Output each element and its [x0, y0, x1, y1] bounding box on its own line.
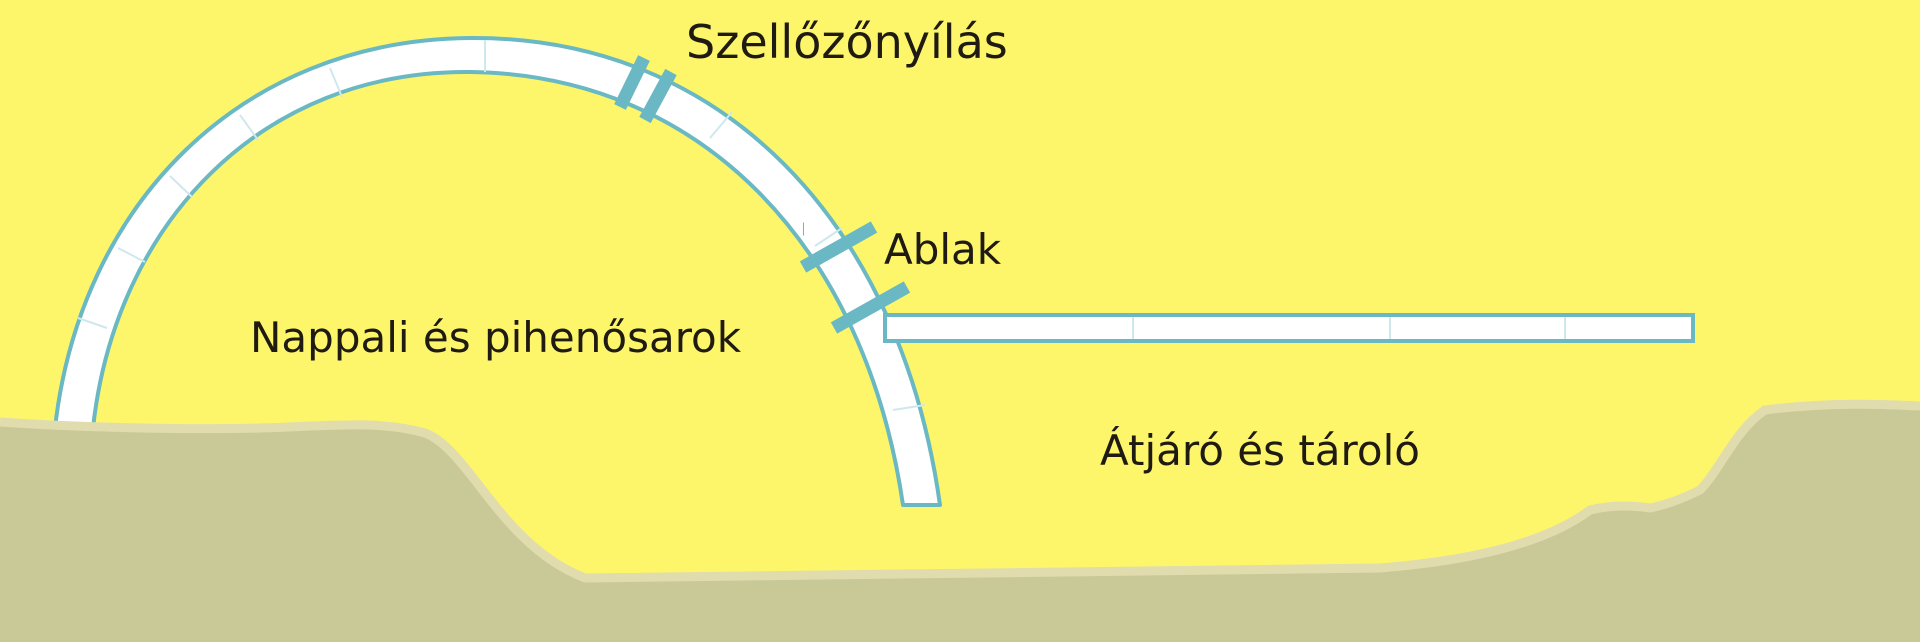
- window-marker: [799, 221, 878, 273]
- vent-marker: [639, 68, 677, 124]
- window-markers: [799, 221, 911, 334]
- vent-markers: [614, 55, 677, 124]
- living-area-label: Nappali és pihenősarok: [250, 313, 742, 362]
- vent-marker: [614, 55, 650, 110]
- tunnel-block-joints: [1132, 317, 1566, 339]
- ground-edge: [0, 399, 1920, 583]
- window-marker: [830, 281, 911, 334]
- tunnel-wall: [883, 313, 1695, 343]
- dome-wall: [53, 35, 942, 507]
- vent-label: Szellőzőnyílás: [686, 15, 1008, 69]
- ground: [0, 404, 1920, 642]
- window-label: Ablak: [884, 225, 1002, 274]
- passage-label: Átjáró és tároló: [1100, 425, 1420, 475]
